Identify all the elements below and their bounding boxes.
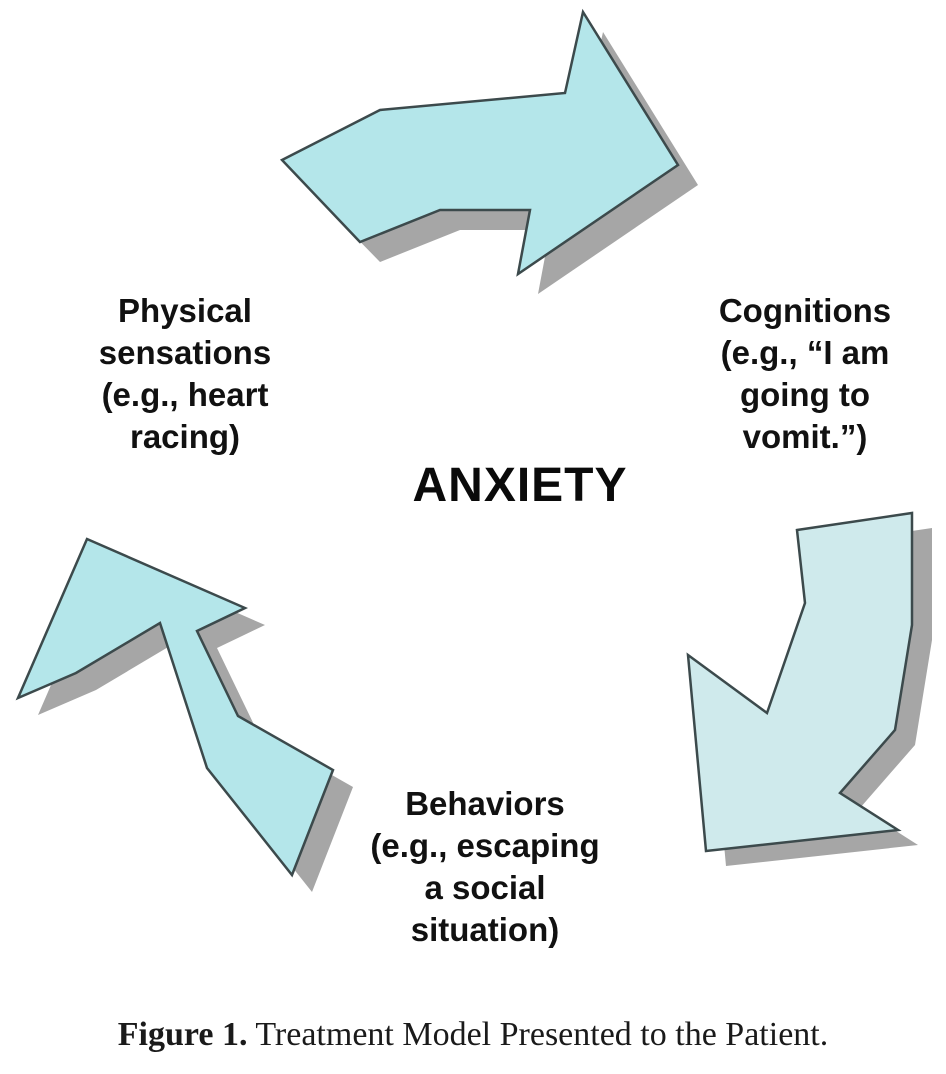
caption-text: Treatment Model Presented to the Patient… (247, 1016, 829, 1053)
label-line: racing) (129, 418, 241, 455)
caption-label: Figure 1. (117, 1016, 248, 1053)
arrow-behaviors-to-physical (15, 537, 353, 892)
center-anxiety-label: ANXIETY (412, 459, 628, 512)
arrow-cognitions-to-behaviors (686, 511, 932, 866)
label-line: Cognitions (718, 292, 892, 329)
label-line: (e.g., escaping (370, 827, 600, 864)
arrow-body (15, 537, 335, 878)
label-line: Behaviors (405, 785, 565, 822)
cycle-diagram (15, 8, 932, 892)
label-line: a social (424, 869, 546, 906)
label-line: situation) (410, 911, 560, 948)
figure-caption: Figure 1. Treatment Model Presented to t… (0, 1016, 946, 1054)
physical-sensations-label: Physical sensations (e.g., heart racing) (60, 290, 310, 458)
label-line: vomit.”) (742, 418, 868, 455)
arrow-physical-to-cognitions (279, 8, 698, 294)
label-line: sensations (98, 334, 272, 371)
cognitions-label: Cognitions (e.g., “I am going to vomit.”… (690, 290, 920, 458)
label-line: (e.g., “I am (720, 334, 890, 371)
label-line: (e.g., heart (101, 376, 269, 413)
arrow-body (686, 511, 914, 853)
behaviors-label: Behaviors (e.g., escaping a social situa… (330, 783, 640, 951)
label-line: going to (739, 376, 871, 413)
label-line: Physical (118, 292, 252, 329)
arrow-body (279, 8, 680, 277)
